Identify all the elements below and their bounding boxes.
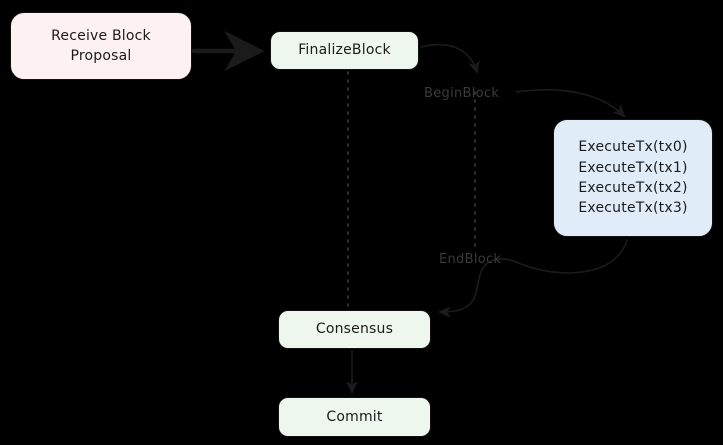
node-commit-label: Commit [326, 408, 383, 425]
edge-begin-block-to-execute-tx [515, 89, 626, 118]
edge-label-end-block: EndBlock [439, 252, 502, 267]
edge-execute-tx-to-consensus [437, 239, 628, 318]
node-finalize-block[interactable]: FinalizeBlock [270, 31, 419, 70]
node-commit[interactable]: Commit [278, 397, 431, 437]
node-consensus-label: Consensus [315, 321, 394, 338]
node-execute-tx[interactable]: ExecuteTx(tx0) ExecuteTx(tx1) ExecuteTx(… [553, 119, 713, 237]
node-finalize-block-label: FinalizeBlock [298, 42, 391, 59]
node-consensus[interactable]: Consensus [278, 310, 431, 349]
node-receive-block-proposal[interactable]: Receive Block Proposal [10, 12, 192, 80]
node-execute-tx-label: ExecuteTx(tx0) ExecuteTx(tx1) ExecuteTx(… [578, 139, 688, 217]
edge-finalize-to-begin-block [420, 43, 480, 75]
node-receive-block-proposal-label: Receive Block Proposal [51, 27, 151, 64]
edge-label-begin-block: BeginBlock [424, 86, 500, 101]
